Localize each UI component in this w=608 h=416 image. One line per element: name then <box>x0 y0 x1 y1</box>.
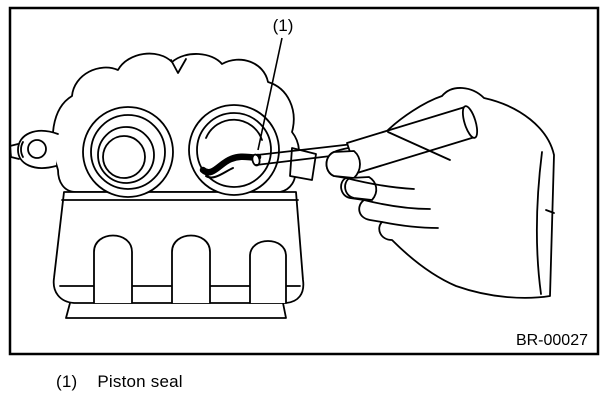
hand <box>325 87 555 299</box>
legend: (1) Piston seal <box>56 372 608 392</box>
legend-label: Piston seal <box>97 372 183 391</box>
callout-leader-line <box>257 37 283 151</box>
index-fingertip <box>325 150 361 179</box>
figure-ref-code: BR-00027 <box>516 332 588 349</box>
finger-creases <box>345 131 451 229</box>
brake-caliper <box>9 52 317 319</box>
callout-label: (1) <box>273 16 294 35</box>
sleeve-cuff <box>536 151 555 295</box>
piston-seal-illustration: (1) BR-00027 <box>8 6 600 356</box>
middle-fingertip <box>344 176 378 201</box>
tool-tube <box>346 105 479 174</box>
piston-bore-left <box>82 106 174 198</box>
legend-number: (1) <box>56 372 78 391</box>
